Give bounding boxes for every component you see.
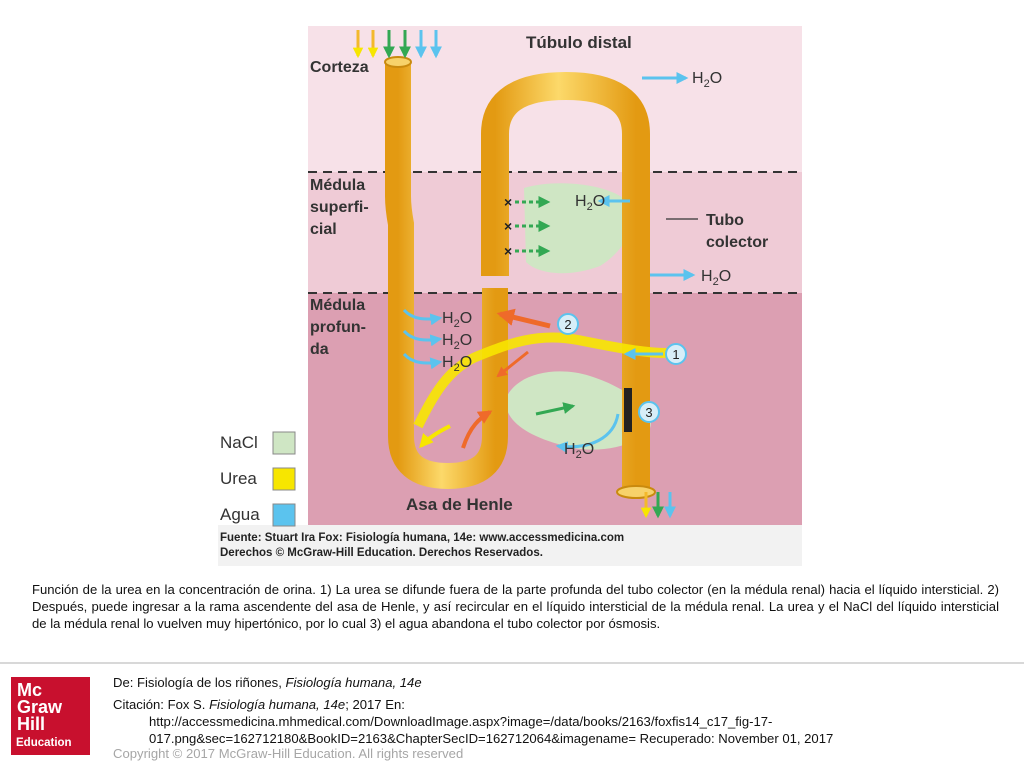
h2o-label-step3: H2O: [564, 441, 594, 461]
label-asa-de-henle: Asa de Henle: [406, 495, 513, 514]
citation: Citación: Fox S. Fisiología humana, 14e;…: [113, 696, 405, 713]
legend-label-nacl: NaCl: [220, 433, 258, 452]
water-arrow-descending-1: [402, 308, 443, 326]
figure-source: Fuente: Stuart Ira Fox: Fisiología human…: [220, 532, 624, 544]
logo-line-4: Education: [16, 737, 72, 749]
water-barrier: [624, 388, 632, 432]
zone-label-corteza: Corteza: [310, 59, 369, 76]
zone-label-medula-profunda-1: Médula: [310, 297, 365, 314]
citation-book: Fisiología humana, 14e: [209, 697, 346, 712]
copyright-notice: Copyright © 2017 McGraw-Hill Education. …: [113, 746, 464, 761]
nacl-blocked-arrows: × × ×: [504, 194, 551, 259]
water-arrow-descending-2: [402, 329, 443, 347]
svg-text:2: 2: [564, 317, 571, 332]
water-arrow-step3: [555, 413, 620, 454]
h2o-label-descending-3: H2O: [442, 354, 472, 374]
source-from-book: Fisiología humana, 14e: [285, 675, 422, 690]
svg-text:3: 3: [645, 405, 652, 420]
step-2-marker: 2: [557, 313, 579, 335]
label-tubo-colector-1: Tubo: [706, 212, 744, 229]
citation-url-line-1: http://accessmedicina.mhmedical.com/Down…: [149, 714, 773, 729]
logo-line-1: Mc: [17, 680, 43, 700]
source-from: De: Fisiología de los riñones, Fisiologí…: [113, 674, 422, 691]
citation-prefix: Citación: Fox S.: [113, 697, 210, 712]
urea-flow-in-tube: [413, 332, 681, 429]
nacl-region-deep: [505, 371, 651, 450]
zone-label-medula-profunda-2: profun-: [310, 319, 366, 336]
svg-text:×: ×: [504, 243, 512, 259]
h2o-label-superficial-right: H2O: [701, 268, 731, 288]
source-from-prefix: De: Fisiología de los riñones,: [113, 675, 286, 690]
water-arrow-descending-3: [402, 352, 443, 370]
legend-swatch-urea: [272, 467, 296, 491]
legend-swatch-nacl: [272, 431, 296, 455]
step-1-marker: 1: [665, 343, 687, 365]
h2o-label-superficial: H2O: [575, 193, 605, 213]
urea-arrow-into-ascending: [496, 308, 551, 329]
zone-label-medula-superficial-2: superfi-: [310, 199, 369, 216]
svg-text:×: ×: [504, 218, 512, 234]
label-tubulo-distal: Túbulo distal: [526, 33, 632, 52]
logo-line-2: Graw: [17, 697, 63, 717]
step-3-marker: 3: [638, 401, 660, 423]
h2o-label-descending-1: H2O: [442, 310, 472, 330]
source-box: [218, 525, 802, 566]
label-tubo-colector-2: colector: [706, 234, 768, 251]
svg-text:×: ×: [504, 194, 512, 210]
citation-url-line-2: 017.png&sec=162712180&BookID=2163&Chapte…: [149, 731, 834, 746]
zone-label-medula-superficial-1: Médula: [310, 177, 365, 194]
h2o-label-descending-2: H2O: [442, 332, 472, 352]
figure-rights: Derechos © McGraw-Hill Education. Derech…: [220, 547, 543, 559]
collecting-duct-opening: [616, 485, 656, 499]
urea-arrow-loop-2: [419, 424, 451, 449]
urea-arrow-deep-1: [496, 350, 529, 378]
h2o-label-distal: H2O: [692, 70, 722, 90]
mcgraw-hill-logo: Mc Graw Hill Education: [11, 677, 90, 755]
citation-url: http://accessmedicina.mhmedical.com/Down…: [149, 713, 849, 747]
logo-line-3: Hill: [17, 714, 46, 734]
zone-label-medula-superficial-3: cial: [310, 221, 337, 238]
nacl-arrow-deep: [535, 402, 576, 416]
legend-label-agua: Agua: [220, 505, 260, 524]
figure-caption: Función de la urea en la concentración d…: [32, 582, 999, 631]
legend-swatch-agua: [272, 503, 296, 527]
citation-suffix: ; 2017 En:: [345, 697, 405, 712]
descending-limb-opening: [384, 56, 412, 68]
footer-divider: [0, 662, 1024, 664]
urea-recycling-diagram: × × × 1 2 3 Corteza Médula superfi- cial…: [218, 26, 802, 566]
legend-label-urea: Urea: [220, 469, 257, 488]
zone-label-medula-profunda-3: da: [310, 341, 329, 358]
descending-limb: [385, 64, 508, 490]
urea-arrow-loop: [461, 410, 493, 449]
svg-text:1: 1: [672, 347, 679, 362]
distal-tubule: [481, 71, 650, 491]
